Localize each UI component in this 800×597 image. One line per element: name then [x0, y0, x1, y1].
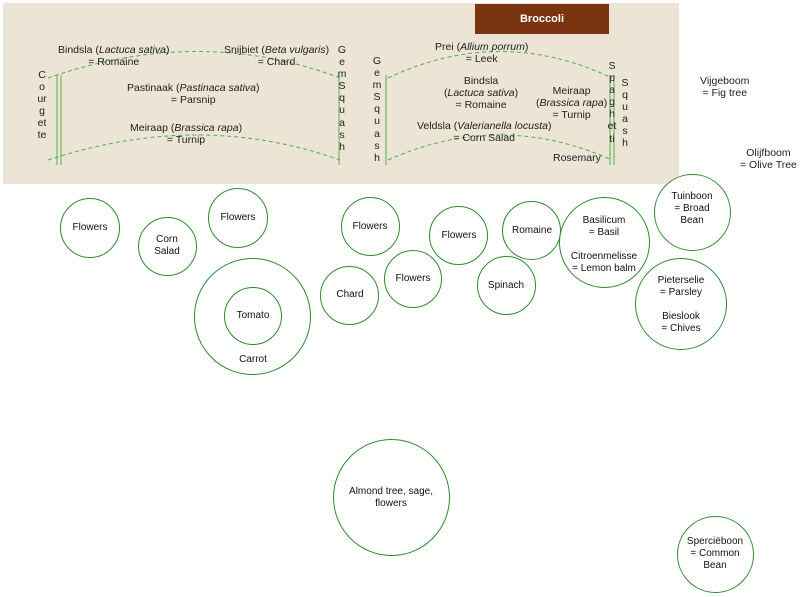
- flowers-circle-5: [384, 250, 442, 308]
- spinach-label: Spinach: [487, 280, 525, 291]
- gem-squash-right-text: Gem Squash: [372, 55, 382, 164]
- squash-label: Squash: [621, 77, 629, 150]
- flowers-5-label: Flowers: [395, 273, 431, 284]
- bindsla-right-label: Bindsla (Lactuca sativa) = Romaine: [444, 75, 519, 111]
- flowers-2-label: Flowers: [220, 212, 256, 223]
- tomato-label: Tomato: [236, 310, 270, 321]
- bieslook-label: Bieslook= Chives: [661, 311, 701, 334]
- flowers-circle-4: [429, 206, 488, 265]
- veldsla-label: Veldsla (Valerianella locusta) = Corn Sa…: [417, 120, 552, 144]
- almond-circle: [333, 439, 450, 556]
- citroenmelisse-label: Citroenmelisse= Lemon balm: [570, 251, 638, 274]
- flowers-4-label: Flowers: [441, 230, 477, 241]
- snijbiet-label: Snijbiet (Beta vulgaris) = Chard: [224, 44, 330, 68]
- meiraap-left-label: Meiraap (Brassica rapa) = Turnip: [130, 122, 243, 146]
- sperciboon-circle: [677, 516, 754, 593]
- courgette-label: Courgette: [37, 69, 47, 142]
- basil-circle: [559, 197, 650, 288]
- gem-squash-left-label: Gem Squash: [337, 44, 347, 153]
- chard-circle: [320, 266, 379, 325]
- almond-label: Almond tree, sage,flowers: [349, 486, 433, 509]
- rosemary-label: Rosemary: [553, 152, 601, 164]
- chard-label: Chard: [336, 289, 364, 300]
- basilicum-label: Basilicum= Basil: [582, 215, 626, 238]
- broccoli-label: Broccoli: [475, 4, 609, 34]
- parsley-circle: [635, 258, 727, 350]
- pastinaak-label: Pastinaak (Pastinaca sativa) = Parsnip: [127, 82, 260, 106]
- vijgeboom-label: Vijgeboom= Fig tree: [700, 75, 750, 99]
- bindsla-label: Bindsla (Lactuca sativa) = Romaine: [58, 44, 170, 68]
- carrot-label: Carrot: [239, 354, 267, 365]
- gem-squash-right-label: Gem Squash: [372, 55, 382, 164]
- spinach-circle: [477, 256, 536, 315]
- flowers-circle-2: [208, 188, 268, 248]
- flowers-circle-3: [341, 197, 400, 256]
- prei-label: Prei (Allium porrum) = Leek: [435, 41, 529, 65]
- romaine-circle: [502, 201, 561, 260]
- spaghetti-label: Spaghetti: [607, 60, 617, 145]
- olijfboom-label: Olijfboom= Olive Tree: [740, 147, 797, 171]
- tuinboon-circle: [654, 174, 731, 251]
- flowers-circle-1: [60, 198, 120, 258]
- flowers-3-label: Flowers: [352, 221, 388, 232]
- meiraap-right-label: Meiraap (Brassica rapa) = Turnip: [536, 85, 608, 121]
- gem-squash-left-text: Gem Squash: [337, 44, 347, 153]
- romaine-label: Romaine: [511, 225, 553, 236]
- corn-salad-circle: [138, 217, 197, 276]
- pieterselie-label: Pieterselie= Parsley: [657, 275, 705, 298]
- tomato-circle: [224, 287, 282, 345]
- flowers-1-label: Flowers: [72, 222, 108, 233]
